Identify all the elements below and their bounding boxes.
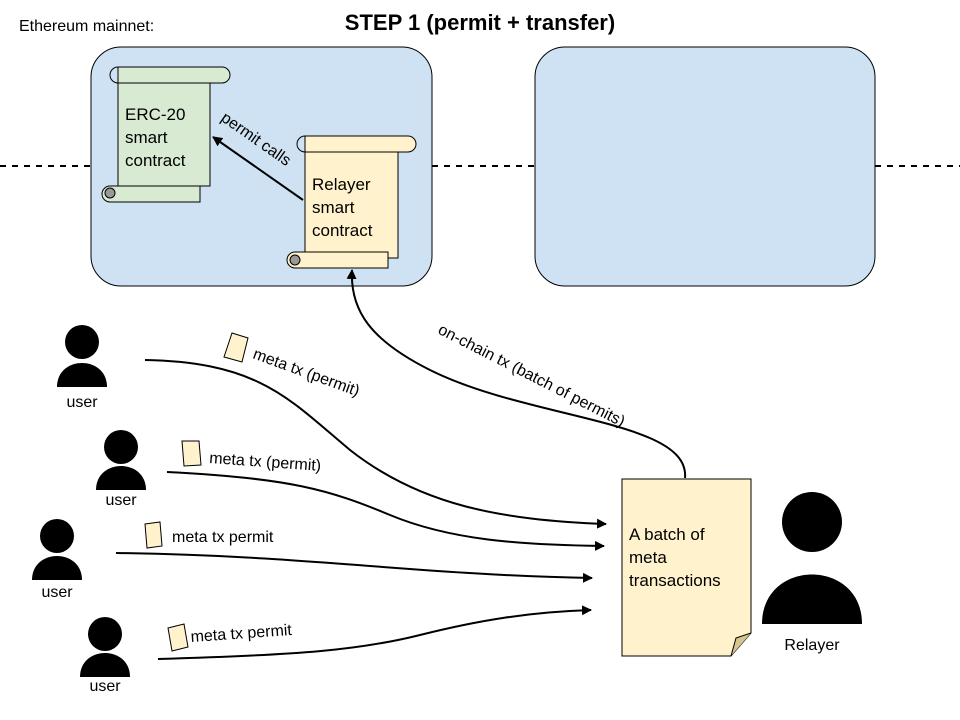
person-icon	[57, 325, 107, 387]
onchain-tx-label: on-chain tx (batch of permits)	[435, 321, 627, 430]
user-4: user	[80, 617, 130, 695]
person-icon	[96, 430, 146, 490]
meta-tx-note-4: meta tx permit	[167, 622, 293, 652]
person-icon	[762, 492, 862, 624]
meta-tx-note-3: meta tx permit	[144, 521, 274, 549]
batch-note-line-3: transactions	[629, 571, 721, 590]
batch-note-line-1: A batch of	[629, 525, 705, 544]
erc20-label-line-2: smart	[125, 128, 168, 147]
person-icon	[80, 617, 130, 677]
batch-note: A batch of meta transactions	[621, 478, 752, 657]
permit-calls-arrow	[212, 136, 304, 201]
relayer-label: Relayer	[784, 637, 840, 654]
onchain-tx-arrow	[346, 269, 687, 479]
user-label: user	[105, 492, 137, 509]
user-2: user	[96, 430, 146, 509]
meta-tx-arrow-4	[157, 605, 592, 660]
meta-tx-note-1: meta tx (permit)	[223, 332, 362, 400]
document-icon	[181, 440, 202, 467]
step-title: STEP 1 (permit + transfer)	[345, 10, 615, 35]
relayer-contract-label-line-2: smart	[312, 198, 355, 217]
erc20-label-line-1: ERC-20	[125, 105, 185, 124]
meta-tx-label: meta tx (permit)	[251, 346, 362, 400]
person-icon	[32, 519, 82, 580]
meta-tx-label: meta tx permit	[172, 529, 274, 546]
user-1: user	[57, 325, 107, 411]
erc20-scroll: ERC-20 smart contract	[101, 66, 231, 203]
meta-tx-arrow-1	[144, 359, 607, 529]
user-label: user	[66, 394, 98, 411]
batch-note-line-2: meta	[629, 548, 667, 567]
document-icon	[167, 623, 189, 652]
relayer: Relayer	[762, 492, 862, 654]
user-3: user	[32, 519, 82, 601]
user-label: user	[41, 584, 73, 601]
meta-tx-note-2: meta tx (permit)	[181, 440, 322, 475]
network-label: Ethereum mainnet:	[19, 18, 154, 35]
erc20-label-line-3: contract	[125, 151, 186, 170]
user-label: user	[89, 678, 121, 695]
meta-tx-arrow-2	[166, 471, 605, 551]
block-box-2	[534, 46, 876, 287]
meta-tx-label: meta tx permit	[190, 622, 293, 646]
relayer-contract-label-line-3: contract	[312, 221, 373, 240]
document-icon	[223, 332, 249, 363]
meta-tx-arrow-3	[115, 552, 593, 583]
folded-corner	[730, 632, 752, 657]
document-icon	[144, 521, 163, 549]
relayer-contract-scroll: Relayer smart contract	[286, 135, 417, 269]
relayer-contract-label-line-1: Relayer	[312, 175, 371, 194]
meta-tx-label: meta tx (permit)	[209, 450, 322, 475]
